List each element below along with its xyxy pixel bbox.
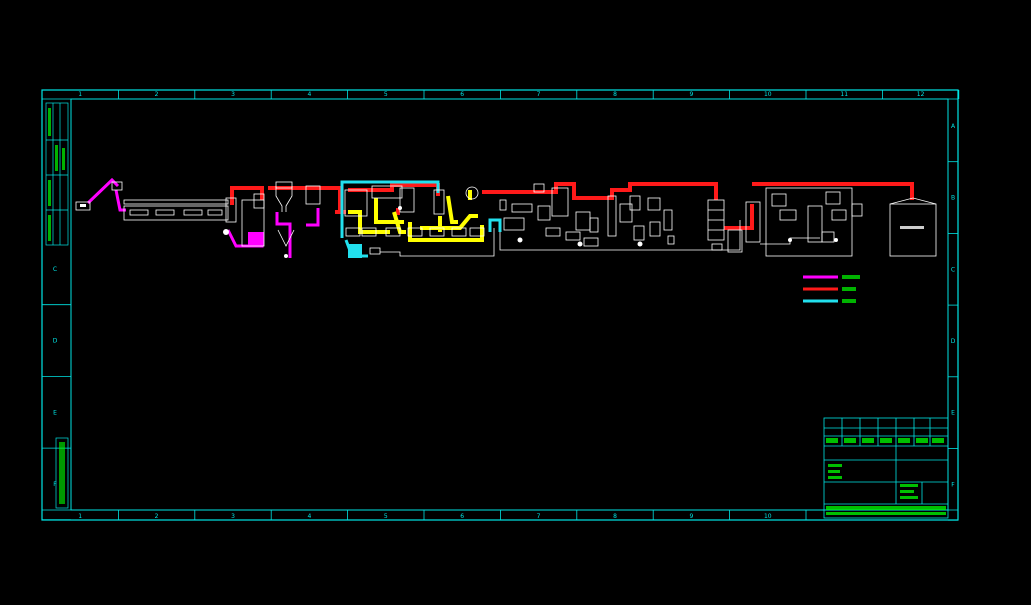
cyan-pipeline — [340, 180, 502, 258]
left-row-E: E — [53, 409, 57, 416]
bottom-col-2: 2 — [155, 513, 159, 520]
top-col-2: 2 — [155, 91, 159, 98]
left-row-F: F — [53, 481, 57, 488]
top-col-6: 6 — [460, 91, 464, 98]
title-block-marks — [826, 438, 946, 515]
drawing-frame — [41, 89, 959, 521]
top-col-10: 10 — [764, 91, 772, 98]
top-col-4: 4 — [307, 91, 311, 98]
right-row-B: B — [951, 195, 955, 202]
top-col-5: 5 — [384, 91, 388, 98]
pipeline-legend — [803, 275, 860, 303]
bottom-col-9: 9 — [689, 513, 693, 520]
top-col-11: 11 — [840, 91, 848, 98]
right-row-labels: A B C D E F — [948, 123, 958, 521]
right-row-E: E — [951, 410, 955, 417]
left-row-labels: C D E F — [42, 266, 71, 521]
bottom-col-3: 3 — [231, 513, 235, 520]
right-row-F: F — [951, 481, 955, 488]
bottom-col-4: 4 — [307, 513, 311, 520]
left-row-D: D — [53, 338, 58, 345]
top-col-1: 1 — [78, 91, 82, 98]
bottom-col-8: 8 — [613, 513, 617, 520]
top-col-12: 12 — [917, 91, 925, 98]
top-col-3: 3 — [231, 91, 235, 98]
bottom-col-5: 5 — [384, 513, 388, 520]
top-col-9: 9 — [689, 91, 693, 98]
title-block — [823, 417, 949, 519]
top-col-8: 8 — [613, 91, 617, 98]
right-row-A: A — [951, 123, 956, 130]
left-row-C: C — [53, 266, 57, 273]
magenta-pipeline — [86, 177, 320, 258]
bottom-col-10: 10 — [764, 513, 772, 520]
bottom-col-1: 1 — [78, 513, 82, 520]
bottom-col-6: 6 — [460, 513, 464, 520]
revision-strip — [45, 102, 69, 509]
right-row-C: C — [951, 266, 955, 273]
equipment-fills — [80, 204, 924, 258]
equipment-outlines — [75, 181, 937, 257]
top-col-7: 7 — [537, 91, 541, 98]
yellow-pipeline — [348, 190, 484, 242]
bottom-col-7: 7 — [537, 513, 541, 520]
bottom-column-labels: 1 2 3 4 5 6 7 8 9 10 — [78, 510, 807, 520]
revision-strip-marks — [48, 108, 65, 504]
right-row-D: D — [951, 338, 956, 345]
